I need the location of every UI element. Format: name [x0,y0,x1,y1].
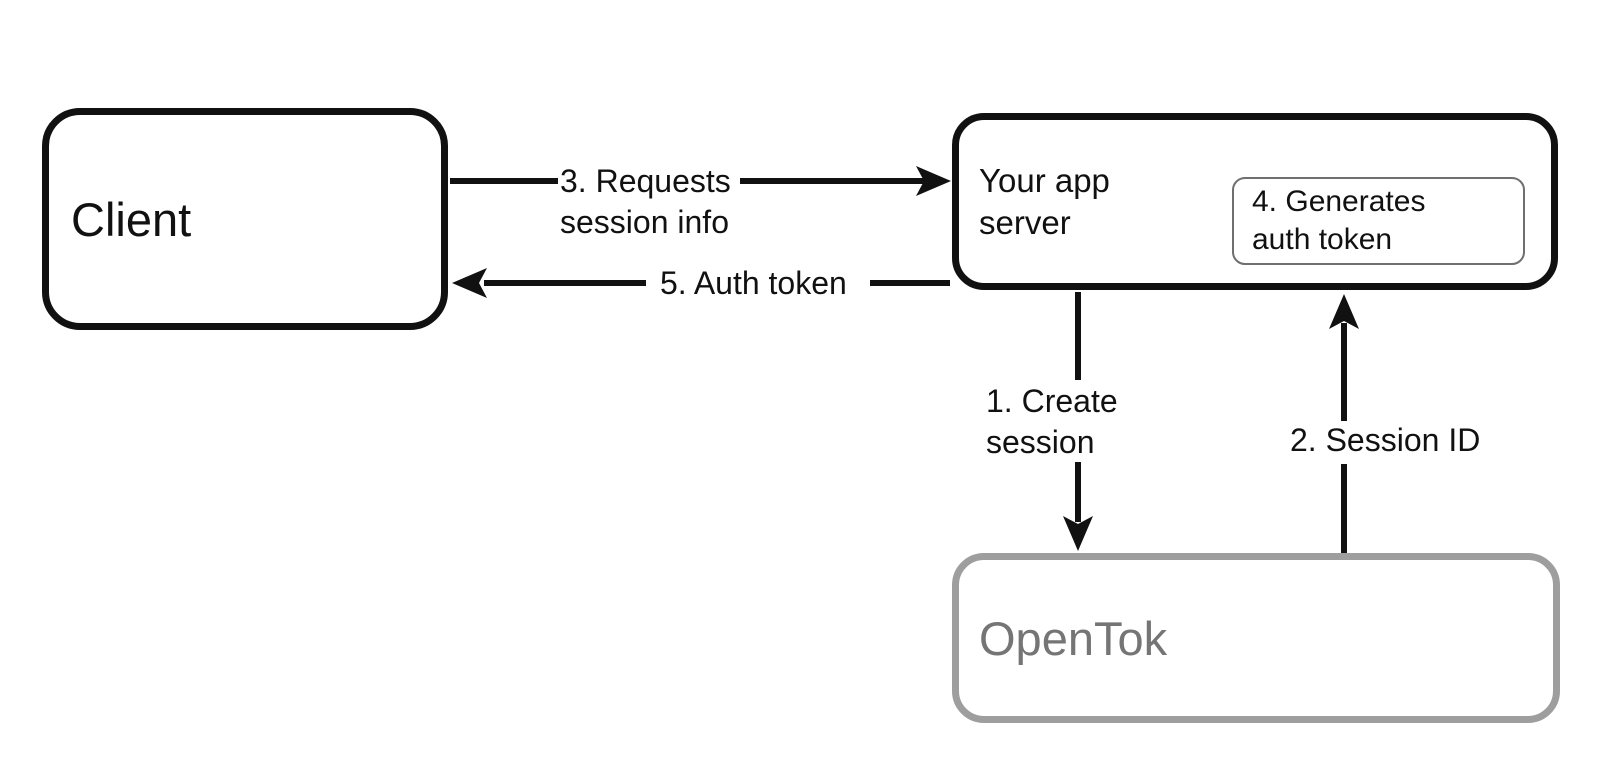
arrow-auth-token [452,268,950,298]
arrow-session-id [1329,294,1359,553]
node-opentok-label: OpenTok [979,611,1168,665]
edge-label-auth-token: 5. Auth token [660,265,847,301]
node-opentok: OpenTok [952,553,1560,723]
arrow-requests-session-info [450,166,951,196]
node-generates-auth-token: 4. Generates auth token [1232,177,1525,265]
edge-label-requests-session-info: 3. Requests session info [560,163,731,240]
edge-label-create-session: 1. Create session [986,383,1118,460]
arrow-create-session [1063,292,1093,551]
node-client: Client [42,108,448,330]
node-app-server: Your app server 4. Generates auth token [952,113,1558,290]
node-generates-auth-token-label: 4. Generates auth token [1252,185,1426,256]
edge-label-session-id: 2. Session ID [1290,422,1481,458]
node-app-server-label: Your app server [979,161,1110,241]
node-client-label: Client [71,192,192,246]
